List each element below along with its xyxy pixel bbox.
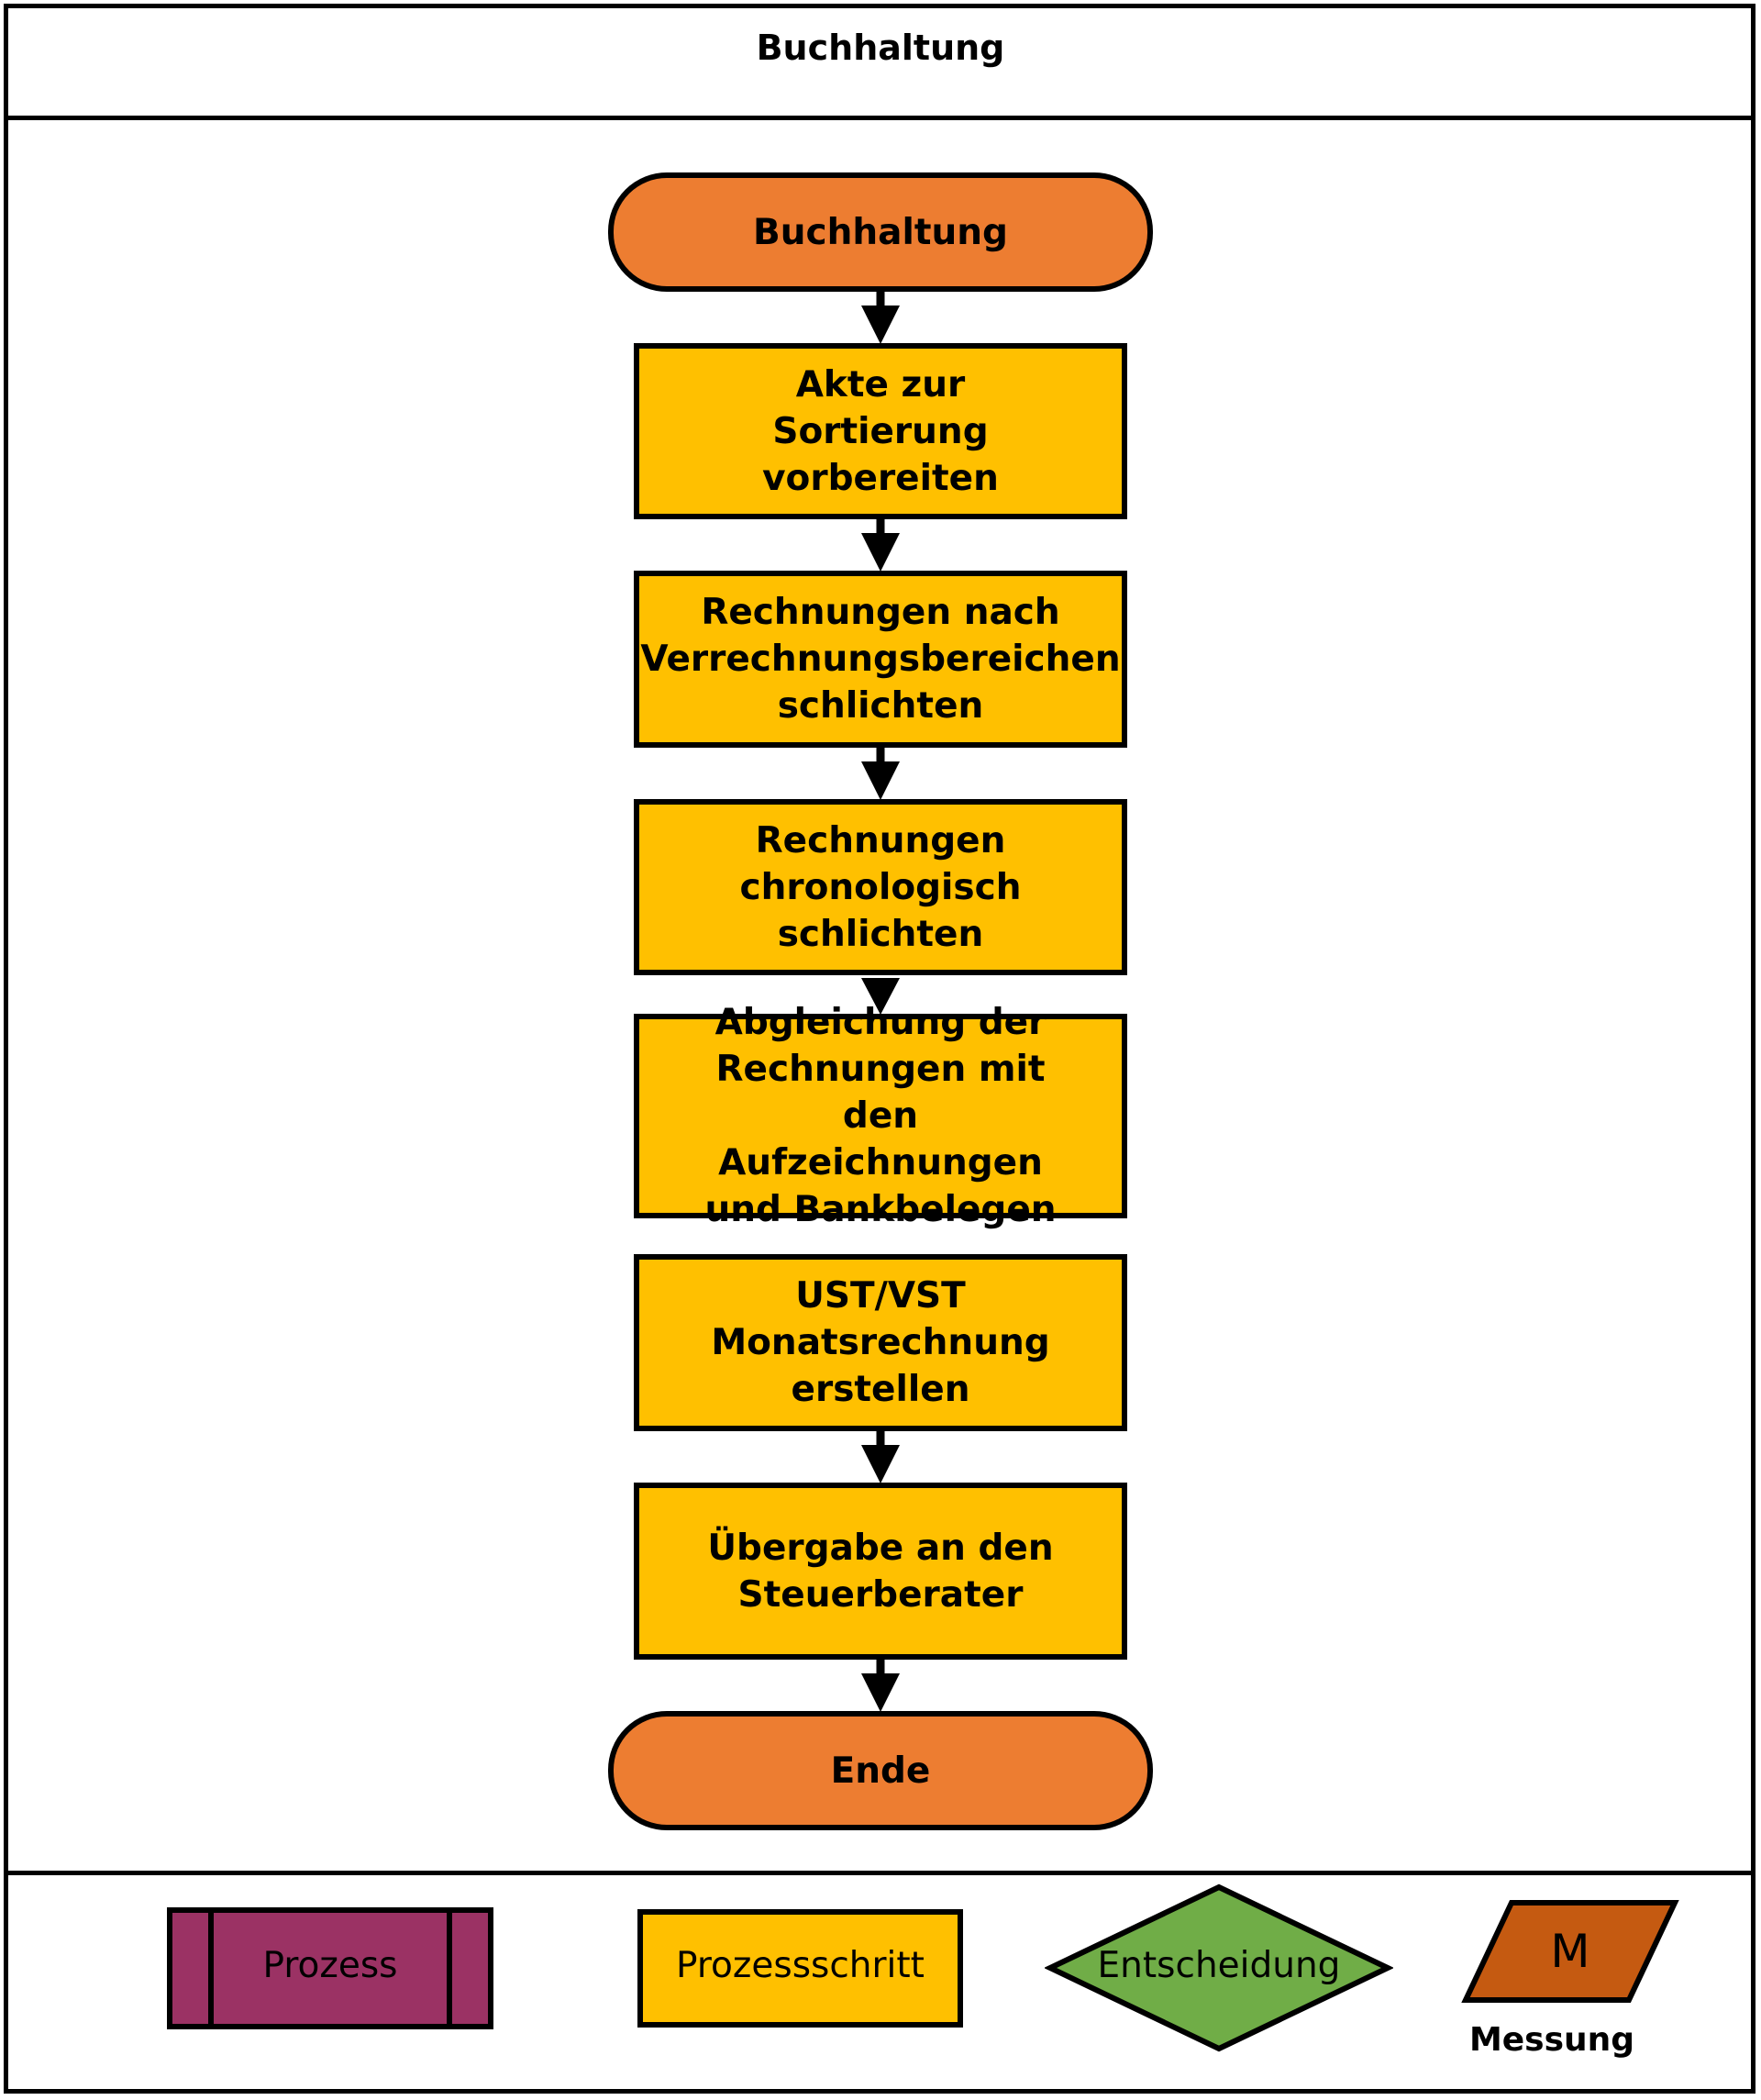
step-2-label: Rechnungen nach Verrechnungsbereichen sc… bbox=[640, 592, 1121, 727]
legend-measure-caption: Messung bbox=[1468, 2021, 1635, 2059]
diagram-title: Buchhaltung bbox=[756, 28, 1005, 68]
step-6-uebergabe: Übergabe an den Steuerberater bbox=[634, 1483, 1127, 1660]
diagram-frame bbox=[4, 4, 1755, 2094]
step-4-abgleichung: Abgleichung der Rechnungen mit den Aufze… bbox=[634, 1002, 1127, 1230]
arrow-step-6-to-end bbox=[861, 1659, 900, 1712]
legend-decision-symbol bbox=[1045, 1883, 1393, 2052]
arrow-step-2-to-step-3 bbox=[861, 747, 900, 800]
legend-step-symbol bbox=[637, 1909, 963, 2028]
legend-divider bbox=[4, 1871, 1755, 1875]
legend-measure-symbol bbox=[1461, 1900, 1679, 2003]
step-3-chronologisch: Rechnungen chronologisch schlichten bbox=[634, 799, 1127, 975]
header-divider bbox=[4, 116, 1755, 120]
step-6-label: Übergabe an den Steuerberater bbox=[707, 1527, 1054, 1616]
end-terminal-label: Ende bbox=[830, 1750, 931, 1792]
step-5-label: UST/VST Monatsrechnung erstellen bbox=[711, 1275, 1050, 1410]
step-4-label: Abgleichung der Rechnungen mit den Aufze… bbox=[704, 1002, 1057, 1230]
legend-process-label: Prozess bbox=[262, 1945, 398, 1986]
legend-process-right-bar bbox=[447, 1913, 452, 2024]
arrow-start-to-step-1 bbox=[861, 291, 900, 344]
end-terminal: Ende bbox=[608, 1711, 1153, 1830]
legend-measure-symbol-letter: M bbox=[1550, 1925, 1590, 1978]
arrow-step-3-to-step-4 bbox=[861, 978, 900, 1015]
arrow-step-5-to-step-6 bbox=[861, 1430, 900, 1483]
start-terminal: Buchhaltung bbox=[608, 172, 1153, 292]
step-2-verrechnungsbereiche: Rechnungen nach Verrechnungsbereichen sc… bbox=[634, 571, 1127, 748]
start-terminal-label: Buchhaltung bbox=[753, 211, 1008, 253]
legend-process-left-bar bbox=[208, 1913, 214, 2024]
step-1-label: Akte zur Sortierung vorbereiten bbox=[762, 363, 999, 499]
step-3-label: Rechnungen chronologisch schlichten bbox=[739, 819, 1022, 955]
legend-step-label: Prozessschritt bbox=[676, 1945, 925, 1986]
legend-decision-label: Entscheidung bbox=[1097, 1945, 1341, 1986]
step-5-ust-vst: UST/VST Monatsrechnung erstellen bbox=[634, 1254, 1127, 1431]
arrow-step-1-to-step-2 bbox=[861, 518, 900, 572]
legend-process-symbol bbox=[167, 1907, 493, 2029]
step-1-akte-vorbereiten: Akte zur Sortierung vorbereiten bbox=[634, 343, 1127, 519]
